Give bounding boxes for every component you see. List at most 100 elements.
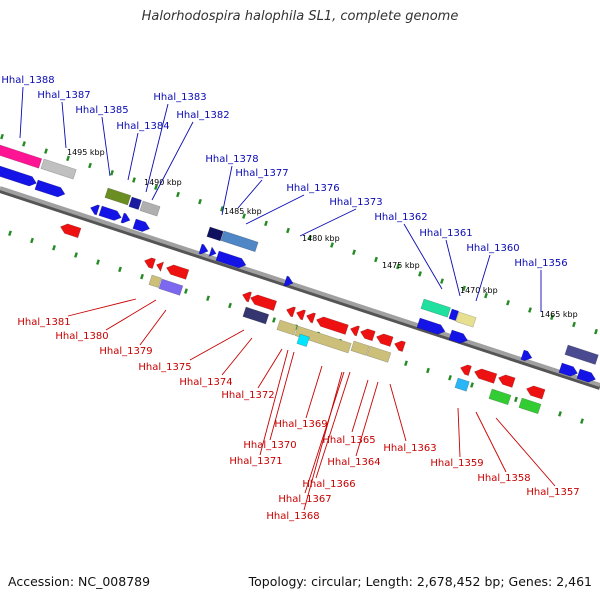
tick-mark: [118, 266, 122, 273]
gene-block: [518, 397, 542, 415]
tick-mark: [176, 191, 180, 198]
gene-block: [564, 344, 599, 365]
tick-mark: [132, 177, 136, 183]
gene-block: [366, 345, 392, 363]
bottom-gene-labels: Hhal_1381Hhal_1380Hhal_1379Hhal_1375Hhal…: [17, 317, 579, 522]
gene-arrow: [241, 291, 252, 303]
gene-block: [148, 274, 162, 288]
bottom-leader-lines: [67, 298, 556, 511]
gene-arrow: [305, 312, 316, 324]
gene-label[interactable]: Hhal_1382: [176, 110, 229, 121]
tick-mark: [470, 382, 474, 388]
gene-label[interactable]: Hhal_1357: [526, 487, 579, 498]
tick-mark: [74, 252, 78, 258]
leader-line: [303, 371, 343, 511]
gene-label[interactable]: Hhal_1361: [419, 228, 472, 239]
gene-block: [488, 388, 512, 406]
leader-line: [351, 379, 369, 433]
gene-label[interactable]: Hhal_1362: [374, 212, 427, 223]
tick-mark: [272, 317, 276, 323]
gene-block: [220, 230, 259, 253]
leader-line: [67, 298, 137, 317]
leader-line: [445, 239, 461, 297]
leader-line: [237, 179, 263, 209]
gene-arrow: [459, 364, 472, 376]
gene-label[interactable]: Hhal_1387: [37, 90, 90, 101]
gene-label[interactable]: Hhal_1374: [179, 377, 232, 388]
gene-block: [158, 278, 184, 296]
gene-label[interactable]: Hhal_1367: [278, 494, 331, 505]
gene-label[interactable]: Hhal_1365: [322, 435, 375, 446]
gene-arrow: [576, 368, 596, 383]
gene-arrow: [132, 218, 151, 232]
gene-arrow: [143, 257, 156, 269]
gene-label[interactable]: Hhal_1370: [243, 440, 296, 451]
scale-tick-label: 1475 kbp: [382, 261, 420, 270]
gene-arrow: [198, 243, 209, 255]
gene-block: [206, 226, 224, 242]
gene-label[interactable]: Hhal_1381: [17, 317, 70, 328]
gene-label[interactable]: Hhal_1378: [205, 154, 258, 165]
gene-label[interactable]: Hhal_1372: [221, 390, 274, 401]
tick-mark: [110, 170, 114, 176]
tick-mark: [264, 220, 268, 227]
gene-arrow: [349, 325, 360, 337]
leader-line: [259, 349, 289, 456]
gene-label[interactable]: Hhal_1363: [383, 443, 436, 454]
leader-line: [304, 371, 345, 494]
tick-mark: [440, 278, 444, 284]
gene-label[interactable]: Hhal_1360: [466, 243, 519, 254]
gene-label[interactable]: Hhal_1366: [302, 479, 355, 490]
gene-label[interactable]: Hhal_1388: [1, 75, 54, 86]
gene-label[interactable]: Hhal_1358: [477, 473, 530, 484]
gene-block: [420, 298, 451, 318]
leader-line: [151, 121, 194, 201]
gene-label[interactable]: Hhal_1371: [229, 456, 282, 467]
gene-block: [294, 325, 352, 354]
tick-mark: [154, 184, 158, 190]
tick-mark: [580, 418, 584, 424]
tick-mark: [404, 360, 408, 367]
gene-label[interactable]: Hhal_1379: [99, 346, 152, 357]
tick-mark: [30, 237, 34, 244]
gene-arrow: [525, 385, 546, 400]
gene-block: [128, 196, 142, 210]
tick-mark: [558, 411, 562, 417]
tick-mark: [506, 300, 510, 306]
gene-label[interactable]: Hhal_1369: [274, 419, 327, 430]
leader-line: [315, 371, 351, 479]
gene-arrow: [283, 275, 294, 287]
gene-arrow: [295, 309, 306, 321]
tick-mark: [514, 396, 518, 403]
leader-line: [189, 329, 245, 361]
tick-mark: [206, 295, 210, 302]
gene-arrow: [0, 165, 37, 187]
gene-arrow: [34, 179, 66, 198]
gene-label[interactable]: Hhal_1359: [430, 458, 483, 469]
scale-tick-label: 1495 kbp: [67, 148, 105, 157]
gene-label[interactable]: Hhal_1375: [138, 362, 191, 373]
gene-arrow: [285, 306, 296, 318]
gene-arrow: [120, 212, 131, 224]
tick-mark: [550, 314, 554, 320]
tick-mark: [52, 244, 56, 251]
gene-label[interactable]: Hhal_1373: [329, 197, 382, 208]
gene-label[interactable]: Hhal_1376: [286, 183, 339, 194]
gene-arrow: [473, 368, 498, 384]
tick-mark: [418, 271, 422, 277]
gene-label[interactable]: Hhal_1364: [327, 457, 380, 468]
tick-mark: [220, 206, 224, 212]
leader-line: [457, 407, 461, 458]
gene-label[interactable]: Hhal_1356: [514, 258, 567, 269]
gene-label[interactable]: Hhal_1383: [153, 92, 206, 103]
top-gene-labels: Hhal_1388Hhal_1387Hhal_1385Hhal_1384Hhal…: [1, 75, 567, 269]
gene-label[interactable]: Hhal_1385: [75, 105, 128, 116]
gene-label[interactable]: Hhal_1384: [116, 121, 169, 132]
gene-label[interactable]: Hhal_1368: [266, 511, 319, 522]
tick-mark: [528, 307, 532, 313]
figure-title: Halorhodospira halophila SL1, complete g…: [141, 9, 459, 24]
gene-label[interactable]: Hhal_1380: [55, 331, 108, 342]
gene-label[interactable]: Hhal_1377: [235, 168, 288, 179]
scale-tick-label: 1465 kbp: [540, 310, 578, 319]
